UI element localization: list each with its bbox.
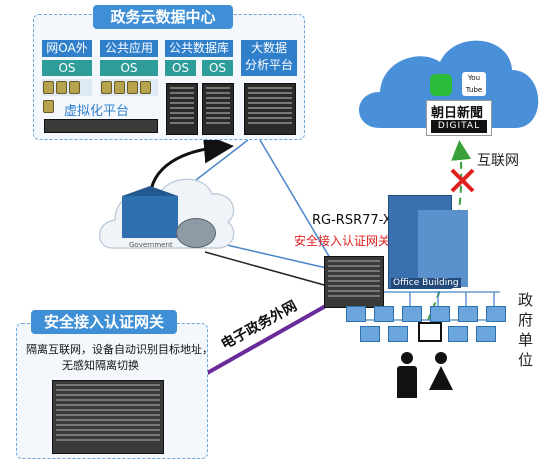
wechat-icon [430,74,452,96]
office-pc-9 [448,326,468,342]
column-bigdata-line2: 分析平台 [244,58,293,72]
os-badge-oa: OS [42,60,92,76]
office-pc-10 [476,326,496,342]
office-pc-4 [430,306,450,322]
arrow-internet [427,140,472,321]
datacenter-title: 政务云数据中心 [93,5,233,29]
internet-label: 互联网 [477,153,519,169]
column-bigdata-line1: 大数据 [250,41,287,55]
person-female-icon [428,352,454,398]
office-pc-active [418,322,442,342]
youtube-icon-text: You Tube [465,74,483,94]
office-building-side [418,210,468,287]
news-logo-sub: DIGITAL [431,120,487,133]
government-label: Government [129,241,173,249]
gateway-desc-line1: 隔离互联网，设备自动识别目标地址， [26,343,213,356]
link-router-gov-black [204,251,336,289]
blade-server-row [44,119,158,133]
office-pc-1 [346,306,366,322]
column-bigdata: 大数据 分析平台 [241,40,297,76]
main-router-device [324,256,384,308]
router-model: RG-RSR77-X [312,213,392,228]
db-server-2 [202,83,234,135]
column-oa: 网OA外 [42,40,92,57]
router-role: 安全接入认证网关 [294,234,391,248]
bigdata-server [244,83,296,135]
office-pc-3 [402,306,422,322]
gateway-title: 安全接入认证网关 [31,310,177,334]
link-router-dc [259,139,331,259]
chip-icons-oa [42,79,92,113]
gateway-desc-line2: 无感知隔离切换 [62,359,139,372]
office-pc-6 [486,306,506,322]
router-icon [176,218,216,248]
office-pc-2 [374,306,394,322]
column-public-app: 公共应用 [100,40,158,57]
gateway-device [52,380,164,454]
db-server-1 [166,83,198,135]
os-badge-db-1: OS [165,60,196,76]
os-badge-app: OS [100,60,158,76]
government-building-icon [122,196,178,238]
office-pc-7 [360,326,380,342]
news-logo-text: 朝日新聞 [431,106,484,121]
news-logo: 朝日新聞 DIGITAL [426,100,492,136]
office-pc-8 [388,326,408,342]
gov-unit-label: 政府单位 [518,291,534,369]
government-building-roof [122,186,178,196]
youtube-icon: You Tube [462,72,486,96]
os-badge-db-2: OS [202,60,233,76]
person-male-icon [396,352,418,398]
column-public-db: 公共数据库 [165,40,233,57]
chip-icons-app [100,79,158,96]
office-pc-5 [458,306,478,322]
office-building-label: Office Building [391,278,461,288]
blocked-x-icon [450,168,475,193]
virtual-platform-label: 虚拟化平台 [64,104,130,119]
